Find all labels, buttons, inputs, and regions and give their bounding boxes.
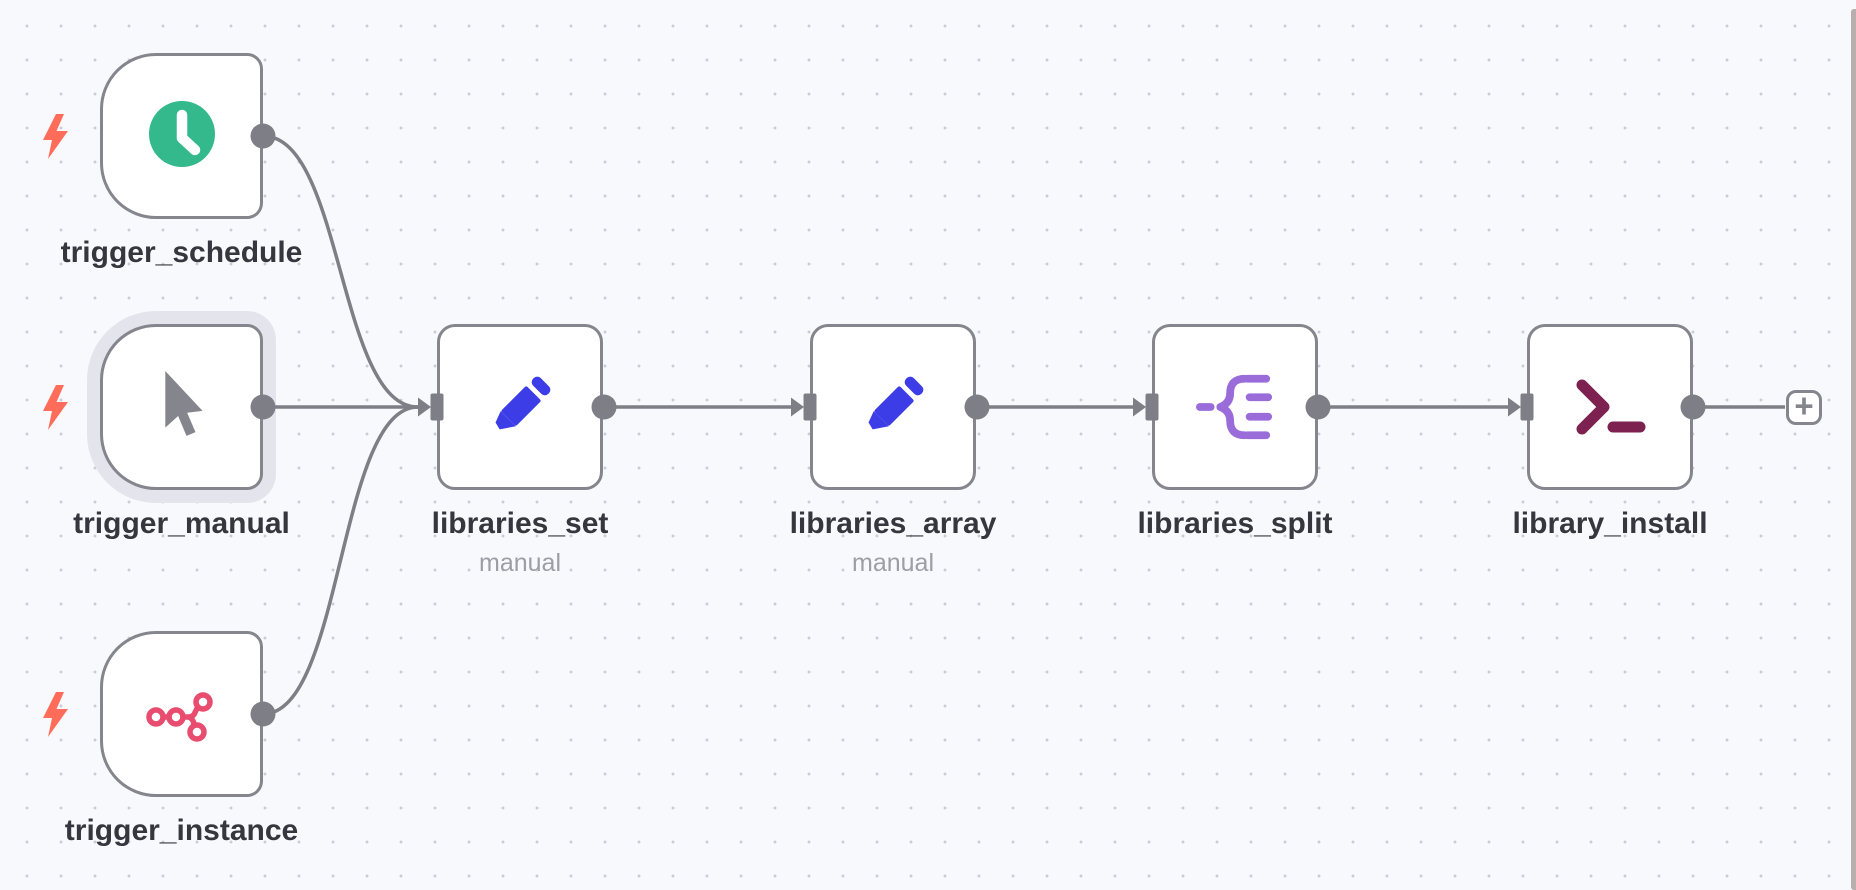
node-subtitle: manual xyxy=(479,549,561,577)
node-libraries-split[interactable]: libraries_split xyxy=(1137,324,1333,540)
connection-edge[interactable] xyxy=(262,134,419,409)
node-trigger-schedule[interactable]: trigger_schedule xyxy=(61,53,302,269)
lightning-trigger-icon xyxy=(43,114,68,159)
node-label: libraries_split xyxy=(1137,507,1333,540)
node-label: trigger_schedule xyxy=(60,236,303,269)
node-library-install[interactable]: library_install xyxy=(1512,324,1708,540)
node-libraries-array[interactable]: libraries_array manual xyxy=(790,324,996,577)
split-out-icon xyxy=(1196,374,1273,440)
add-node-button[interactable]: + xyxy=(1786,387,1822,425)
vertical-scrollbar[interactable] xyxy=(1851,9,1856,890)
cursor-icon xyxy=(164,371,203,436)
node-label: trigger_instance xyxy=(64,814,299,847)
node-trigger-manual[interactable]: trigger_manual xyxy=(73,324,290,540)
node-label: trigger_manual xyxy=(73,507,290,540)
plus-icon: + xyxy=(1794,387,1814,424)
terminal-icon xyxy=(1576,379,1646,435)
clock-icon xyxy=(148,101,215,167)
pencil-icon xyxy=(868,376,924,430)
node-label: libraries_array xyxy=(789,507,997,540)
node-trigger-instance[interactable]: trigger_instance xyxy=(65,631,298,847)
pencil-icon xyxy=(495,376,551,430)
lightning-trigger-icon xyxy=(43,385,68,430)
workflow-branch-icon xyxy=(145,692,213,742)
node-subtitle: manual xyxy=(852,549,934,577)
node-label: library_install xyxy=(1512,507,1708,540)
node-libraries-set[interactable]: libraries_set manual xyxy=(432,324,608,577)
node-label: libraries_set xyxy=(431,507,609,540)
lightning-trigger-icon xyxy=(43,692,68,737)
connection-edge[interactable] xyxy=(262,405,419,716)
